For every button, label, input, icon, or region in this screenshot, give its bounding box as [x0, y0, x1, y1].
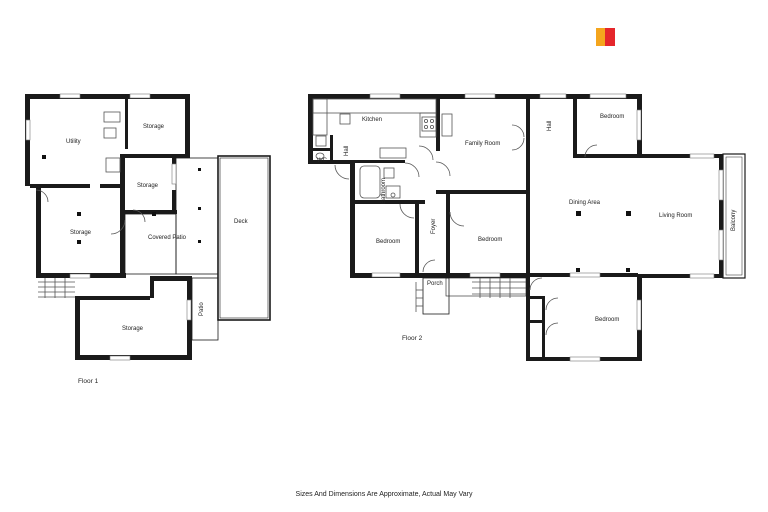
room-label-dining-area: Dining Area — [569, 200, 601, 206]
room-label-covered-patio: Covered Patio — [148, 235, 187, 241]
room-label-kitchen: Kitchen — [362, 117, 382, 123]
room-label-bedroom-center: Bedroom — [478, 237, 502, 243]
room-label-foyer: Foyer — [431, 219, 437, 234]
logo-mark-red — [605, 28, 615, 46]
floor2-plan — [308, 93, 746, 362]
floor2-label: Floor 2 — [402, 335, 423, 342]
room-label-living-room: Living Room — [659, 213, 692, 219]
floor1-label: Floor 1 — [78, 378, 99, 385]
room-label-porch: Porch — [427, 281, 443, 287]
room-label-bedroom-left: Bedroom — [376, 239, 400, 245]
room-label-storage-mid: Storage — [137, 183, 159, 189]
disclaimer-text: Sizes And Dimensions Are Approximate, Ac… — [296, 491, 473, 498]
room-label-bathroom: Bathroom — [381, 178, 387, 204]
room-label-hall: Hall — [547, 121, 553, 131]
room-label-bedroom-bottom: Bedroom — [595, 317, 619, 323]
room-label-family-room: Family Room — [465, 141, 500, 147]
room-label-wc: WC — [317, 158, 328, 164]
room-label-utility: Utility — [66, 139, 81, 145]
room-label-balcony: Balcony — [731, 210, 737, 231]
floor1-plan — [25, 93, 271, 361]
room-label-storage-top: Storage — [143, 124, 165, 130]
room-label-hall-small: Hall — [344, 146, 350, 156]
logo-mark-orange — [596, 28, 606, 46]
room-label-patio: Patio — [199, 302, 205, 316]
logo — [596, 28, 615, 46]
room-label-deck: Deck — [234, 219, 249, 225]
room-label-storage-bottom: Storage — [122, 326, 144, 332]
room-label-bedroom-top: Bedroom — [600, 114, 624, 120]
room-label-storage-left: Storage — [70, 230, 92, 236]
